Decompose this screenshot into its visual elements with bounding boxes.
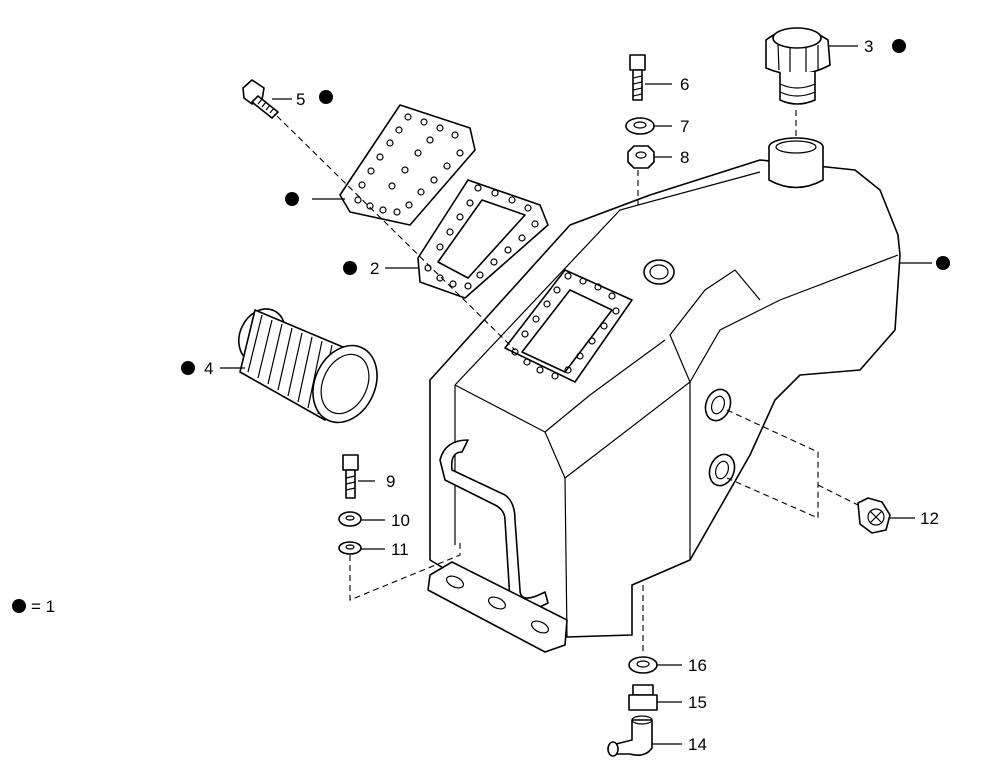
callout-7: 7 — [680, 117, 689, 136]
callout-2: 2 — [370, 259, 379, 278]
dot-marker-3 — [892, 39, 906, 53]
bolt-9 — [342, 454, 359, 499]
dot-marker-2 — [343, 261, 357, 275]
flange-cover-plate — [339, 104, 476, 226]
callout-11: 11 — [391, 540, 409, 559]
fuel-tank — [427, 137, 901, 653]
dot-marker-tank — [936, 256, 950, 270]
callout-5: 5 — [296, 90, 305, 109]
assembly-lines — [276, 110, 859, 655]
dot-marker-4 — [181, 361, 195, 375]
filler-cap — [765, 27, 831, 105]
callout-15: 15 — [688, 693, 707, 712]
legend-dot — [12, 599, 26, 613]
callout-8: 8 — [680, 148, 689, 167]
callout-14: 14 — [688, 735, 707, 754]
bolt-5 — [242, 79, 279, 119]
washer-7 — [625, 117, 655, 135]
washer-16 — [628, 656, 658, 674]
callout-3: 3 — [864, 37, 873, 56]
bolt-6 — [629, 54, 646, 101]
callout-4: 4 — [204, 359, 213, 378]
callout-10: 10 — [391, 511, 410, 530]
callout-labels: 3 5 6 7 8 2 4 9 10 11 12 16 15 14 = 1 — [31, 37, 939, 754]
callout-9: 9 — [386, 472, 395, 491]
dot-marker-5 — [319, 90, 333, 104]
legend-equals-label: = 1 — [31, 597, 55, 616]
callout-12: 12 — [920, 509, 939, 528]
lock-washer-10 — [338, 511, 362, 527]
nut-8 — [627, 145, 655, 169]
nipple-15 — [628, 684, 658, 711]
dot-marker-cover-plate — [285, 192, 299, 206]
callout-16: 16 — [688, 656, 707, 675]
dot-markers — [12, 39, 950, 613]
plug-12 — [857, 497, 891, 534]
elbow-14 — [607, 715, 653, 757]
gasket — [417, 179, 549, 299]
callout-6: 6 — [680, 75, 689, 94]
leader-lines — [220, 45, 932, 745]
filter-element — [238, 308, 378, 424]
washer-11 — [338, 541, 362, 555]
